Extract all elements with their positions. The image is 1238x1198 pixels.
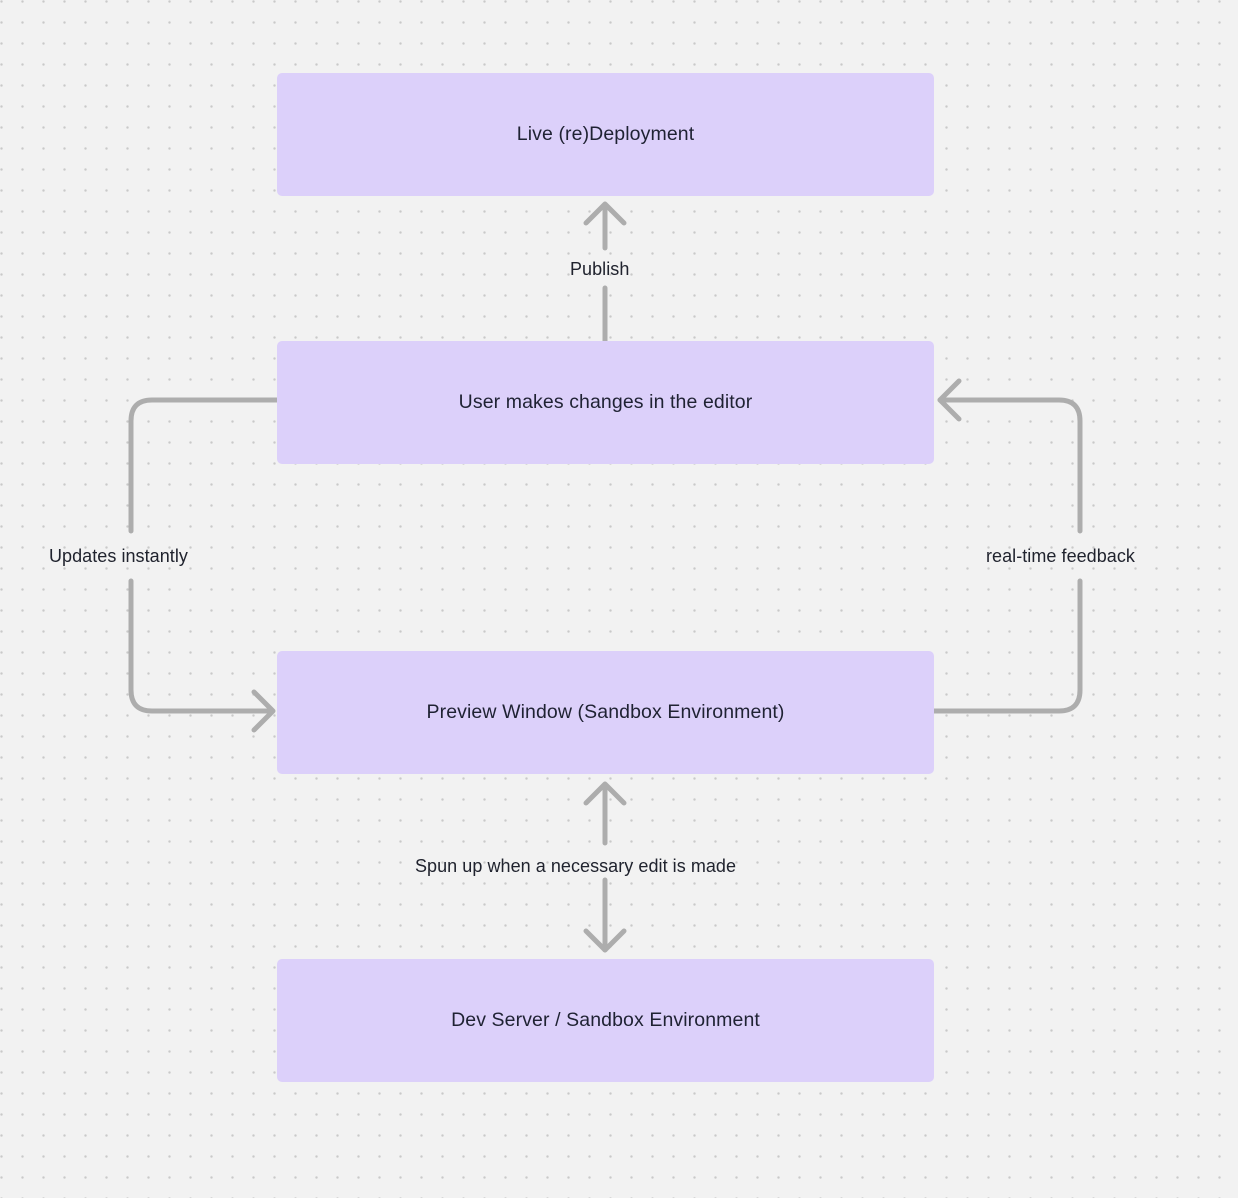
edge-label-publish: Publish bbox=[570, 259, 630, 279]
edge-label-spun-up: Spun up when a necessary edit is made bbox=[415, 856, 737, 876]
node-preview-window[interactable]: Preview Window (Sandbox Environment) bbox=[277, 651, 934, 774]
node-dev-server-label: Dev Server / Sandbox Environment bbox=[451, 1008, 760, 1031]
node-user-makes-changes[interactable]: User makes changes in the editor bbox=[277, 341, 934, 464]
edge-label-updates-instantly: Updates instantly bbox=[49, 546, 188, 566]
node-preview-window-label: Preview Window (Sandbox Environment) bbox=[426, 700, 785, 723]
node-user-makes-changes-label: User makes changes in the editor bbox=[458, 390, 753, 413]
node-dev-server[interactable]: Dev Server / Sandbox Environment bbox=[277, 959, 934, 1082]
node-live-redeployment-label: Live (re)Deployment bbox=[516, 122, 695, 145]
edge-label-real-time-feedback: real-time feedback bbox=[986, 546, 1135, 566]
node-live-redeployment[interactable]: Live (re)Deployment bbox=[277, 73, 934, 196]
